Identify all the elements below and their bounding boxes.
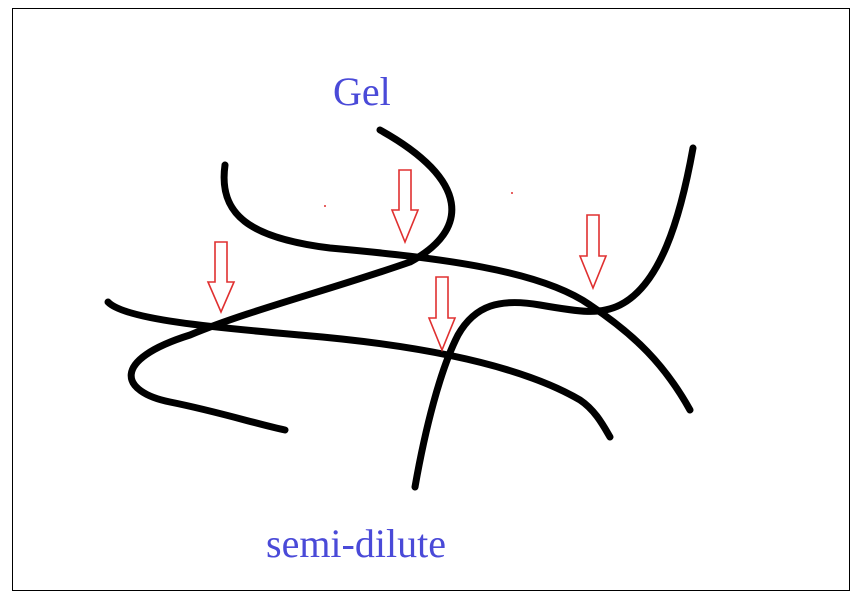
crosslink-arrow-left-icon xyxy=(206,241,236,315)
polymer-chain-2 xyxy=(127,126,456,434)
polymer-chain-4 xyxy=(411,144,697,491)
label-gel: Gel xyxy=(333,69,391,114)
crosslink-arrow-right-icon xyxy=(578,214,608,291)
polymer-chain-1 xyxy=(220,161,694,414)
crosslink-arrow-top-icon xyxy=(390,169,420,245)
red-speck xyxy=(511,192,513,194)
diagram-frame xyxy=(12,8,850,591)
polymer-chain-3 xyxy=(104,298,614,441)
label-semi-dilute: semi-dilute xyxy=(266,521,446,566)
crosslink-arrow-center-icon xyxy=(427,276,457,353)
red-speck xyxy=(324,205,326,207)
